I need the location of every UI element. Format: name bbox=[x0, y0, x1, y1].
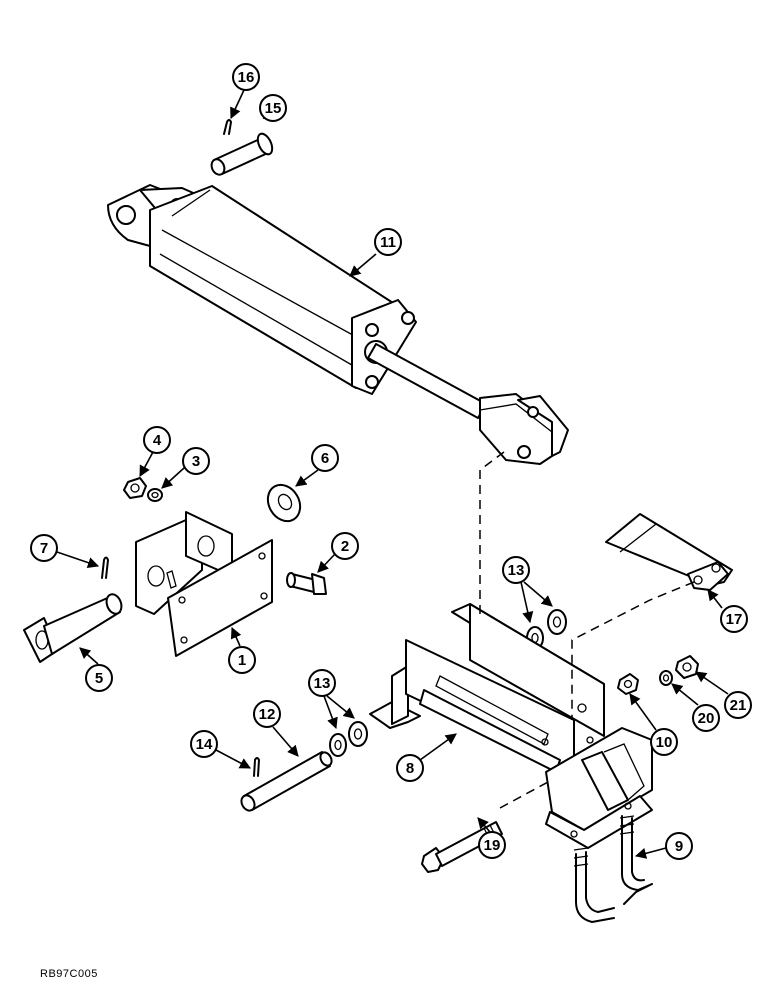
channel-mount-8 bbox=[369, 603, 605, 775]
callout-9: 9 bbox=[665, 832, 693, 860]
washer-6 bbox=[266, 483, 302, 523]
svg-text:8: 8 bbox=[406, 760, 414, 777]
callout-2: 2 bbox=[331, 532, 359, 560]
callout-19: 19 bbox=[478, 831, 506, 859]
cotter-pin-14 bbox=[253, 757, 260, 777]
pin-12 bbox=[240, 751, 333, 812]
svg-text:17: 17 bbox=[726, 611, 743, 628]
callout-21: 21 bbox=[724, 691, 752, 719]
gusset-base bbox=[545, 727, 653, 849]
u-bolt-9 bbox=[573, 815, 653, 923]
svg-text:14: 14 bbox=[196, 736, 213, 753]
svg-text:7: 7 bbox=[40, 540, 48, 557]
svg-text:10: 10 bbox=[656, 734, 673, 751]
svg-text:1: 1 bbox=[238, 652, 246, 669]
callout-13-lower: 13 bbox=[308, 669, 336, 697]
washers-13-lower bbox=[329, 721, 368, 757]
svg-text:4: 4 bbox=[153, 432, 162, 449]
bracket-1 bbox=[135, 511, 273, 657]
document-code: RB97C005 bbox=[40, 968, 98, 980]
hydraulic-cylinder-11 bbox=[107, 184, 569, 465]
svg-text:16: 16 bbox=[238, 69, 255, 86]
svg-text:3: 3 bbox=[192, 453, 200, 470]
callout-7: 7 bbox=[30, 534, 58, 562]
callout-8: 8 bbox=[396, 754, 424, 782]
alignment-line-cylinder bbox=[479, 451, 505, 620]
svg-text:19: 19 bbox=[484, 837, 501, 854]
callout-4: 4 bbox=[143, 426, 171, 454]
callout-14: 14 bbox=[190, 730, 218, 758]
cotter-pin-16 bbox=[223, 119, 232, 135]
lock-washer-20 bbox=[659, 670, 673, 686]
callout-12: 12 bbox=[253, 700, 281, 728]
nut-21 bbox=[675, 655, 699, 679]
svg-text:15: 15 bbox=[265, 100, 282, 117]
callout-20: 20 bbox=[692, 704, 720, 732]
bolt-2 bbox=[286, 572, 327, 595]
svg-text:20: 20 bbox=[698, 710, 715, 727]
lock-washer-3 bbox=[147, 488, 163, 502]
nut-4 bbox=[123, 477, 147, 499]
callout-17: 17 bbox=[720, 605, 748, 633]
nut-10 bbox=[617, 673, 639, 695]
svg-text:12: 12 bbox=[259, 706, 276, 723]
alignment-line-link bbox=[571, 581, 695, 720]
clevis-pin-15 bbox=[210, 132, 274, 176]
svg-text:6: 6 bbox=[321, 450, 329, 467]
callouts: 16 15 11 4 3 6 7 bbox=[30, 63, 752, 860]
callout-11: 11 bbox=[374, 228, 402, 256]
svg-text:5: 5 bbox=[95, 670, 103, 687]
svg-text:9: 9 bbox=[675, 838, 683, 855]
callout-3: 3 bbox=[182, 447, 210, 475]
cotter-pin-7 bbox=[101, 556, 109, 579]
svg-text:13: 13 bbox=[314, 675, 331, 692]
callout-1: 1 bbox=[228, 646, 256, 674]
callout-5: 5 bbox=[85, 664, 113, 692]
link-17 bbox=[605, 513, 733, 591]
callout-6: 6 bbox=[311, 444, 339, 472]
svg-text:13: 13 bbox=[508, 562, 525, 579]
alignment-line-bolt bbox=[499, 781, 549, 809]
svg-text:11: 11 bbox=[380, 234, 396, 251]
callout-13-upper: 13 bbox=[502, 556, 530, 584]
svg-text:2: 2 bbox=[341, 538, 349, 555]
callout-10: 10 bbox=[650, 728, 678, 756]
svg-text:21: 21 bbox=[730, 697, 747, 714]
callout-16: 16 bbox=[232, 63, 260, 91]
hitch-pin-5 bbox=[23, 593, 123, 663]
callout-15: 15 bbox=[259, 94, 287, 122]
